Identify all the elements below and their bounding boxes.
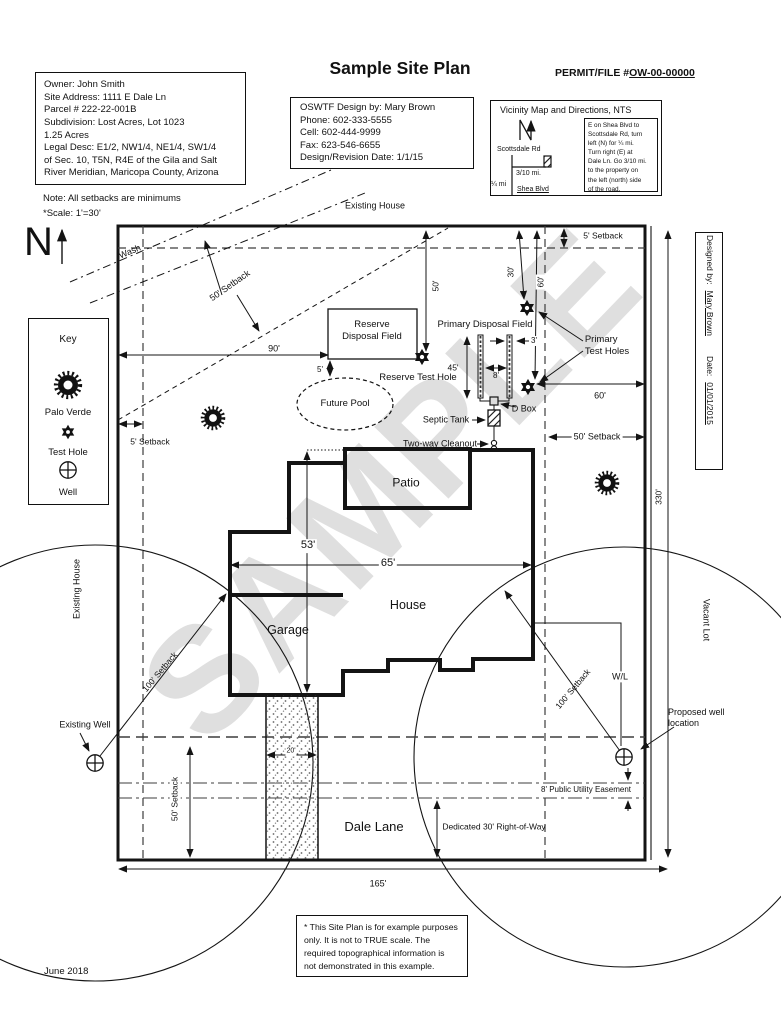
- easement-label: 8' Public Utility Easement: [538, 785, 634, 795]
- setback-5-top-label: 5' Setback: [583, 230, 623, 241]
- two-way-cleanout-label: Two-way Cleanout: [402, 438, 478, 449]
- disclaimer-box: * This Site Plan is for example purposes…: [296, 915, 468, 977]
- garage-label: Garage: [267, 623, 309, 638]
- designed-by-name: Mary Brown: [705, 290, 715, 336]
- vicinity-map-box: [490, 100, 662, 196]
- dim-8: 8': [493, 371, 499, 380]
- setback-50-bottom-label: 50' Setback: [169, 774, 181, 824]
- setback-scale-note: Note: All setbacks are minimums *Scale: …: [43, 193, 181, 220]
- primary-test-hole-icon: [519, 299, 535, 317]
- dim-5-reserve: 5': [317, 365, 323, 374]
- existing-house-left-label: Existing House: [71, 558, 82, 620]
- reserve-disposal-field-label: Reserve Disposal Field: [342, 319, 402, 342]
- key-title: Key: [59, 334, 77, 345]
- dim-30: 30': [505, 264, 517, 280]
- dale-lane-label: Dale Lane: [344, 818, 404, 834]
- owner-info-box: Owner: John Smith Site Address: 1111 E D…: [35, 72, 246, 185]
- setback-50-right-label: 50' Setback: [571, 431, 623, 443]
- proposed-well-icon: [615, 748, 633, 766]
- vicinity-3-10-mi: 3/10 mi.: [516, 170, 541, 177]
- key-palo-verde-label: Palo Verde: [44, 407, 92, 418]
- key-well-label: Well: [58, 487, 78, 498]
- dim-20: 20': [285, 747, 297, 757]
- dim-53: 53': [298, 539, 318, 553]
- dim-330: 330': [653, 487, 665, 507]
- designed-by-date-label: Date:: [705, 355, 715, 377]
- primary-test-holes-label: Primary Test Holes: [584, 334, 630, 357]
- wl-label: W/L: [609, 671, 631, 683]
- footer-date: June 2018: [44, 966, 89, 977]
- existing-well-icon: [86, 754, 104, 772]
- page-title: Sample Site Plan: [329, 58, 471, 78]
- designed-by-date: 01/01/2015: [705, 382, 715, 425]
- vicinity-title: Vicinity Map and Directions, NTS: [500, 105, 632, 115]
- proposed-well-label: Proposed well location: [668, 707, 725, 729]
- primary-disposal-field-label: Primary Disposal Field: [437, 319, 533, 331]
- dim-165: 165': [369, 878, 387, 889]
- vicinity-scottsdale-rd: Scottsdale Rd: [497, 146, 541, 153]
- palo-verde-tree-icon: [200, 405, 226, 431]
- vacant-lot-label: Vacant Lot: [701, 598, 712, 642]
- dim-45: 45': [447, 362, 459, 373]
- d-box-label: D Box: [511, 403, 537, 414]
- permit-prefix: PERMIT/FILE #: [555, 67, 630, 79]
- vicinity-shea-blvd: Shea Blvd: [517, 186, 549, 193]
- permit-value: OW-00-00000: [629, 67, 695, 79]
- vicinity-quarter-mi: ¼ mi: [491, 181, 507, 188]
- designed-by-box: Designed by: Mary Brown Date: 01/01/2015: [695, 232, 723, 470]
- designed-by-label: Designed by:: [705, 235, 715, 285]
- palo-verde-tree-icon: [594, 470, 620, 496]
- existing-house-top-label: Existing House: [344, 200, 406, 211]
- existing-well-label: Existing Well: [59, 719, 111, 730]
- setback-5-left-label: 5' Setback: [130, 436, 170, 447]
- dim-65: 65': [378, 557, 398, 571]
- patio-label: Patio: [392, 475, 420, 490]
- primary-test-hole-icon: [520, 378, 536, 396]
- north-arrow-letter: N: [24, 220, 53, 264]
- reserve-test-hole-label: Reserve Test Hole: [379, 372, 457, 384]
- dim-3: 3': [529, 336, 539, 346]
- permit-number: PERMIT/FILE #OW-00-00000: [555, 67, 695, 79]
- dim-60-vertical: 60': [535, 274, 547, 290]
- house-label: House: [389, 598, 427, 613]
- key-box: [28, 318, 109, 505]
- vicinity-directions: E on Shea Blvd to Scottsdale Rd, turn le…: [584, 118, 658, 193]
- septic-tank-label: Septic Tank: [422, 414, 470, 425]
- key-test-hole-label: Test Hole: [48, 447, 88, 458]
- dim-50-vertical: 50': [430, 278, 442, 294]
- right-of-way-label: Dedicated 30' Right-of-Way: [442, 821, 546, 832]
- future-pool-label: Future Pool: [320, 398, 370, 410]
- oswtf-design-box: OSWTF Design by: Mary Brown Phone: 602-3…: [290, 97, 474, 169]
- dim-60-horizontal: 60': [594, 390, 606, 401]
- dim-90: 90': [266, 343, 282, 355]
